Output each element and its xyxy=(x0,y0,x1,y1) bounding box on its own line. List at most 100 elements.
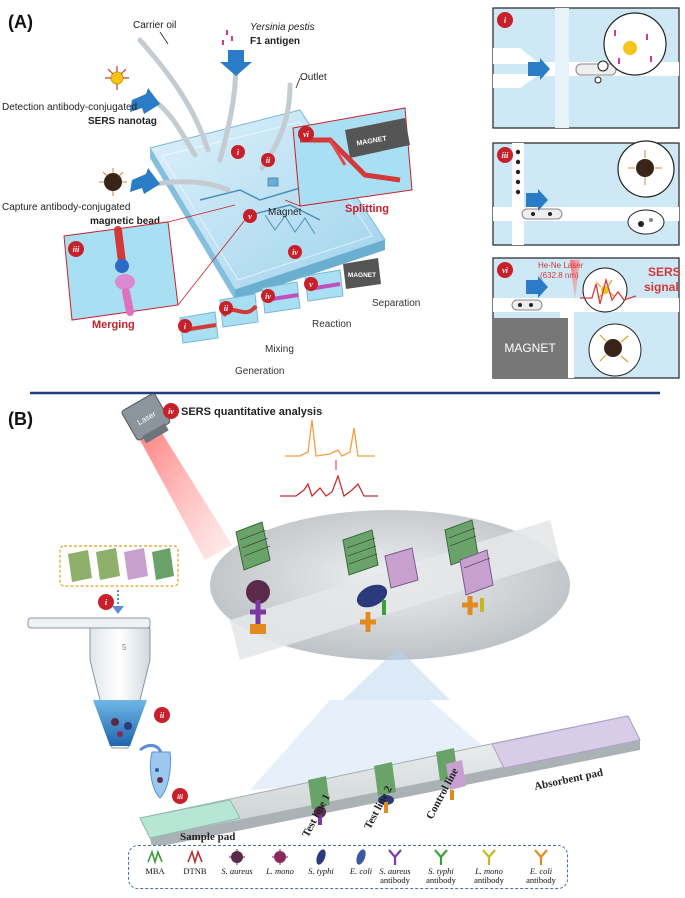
process-strips: MAGNET i ii iv v Separation Reaction Mix… xyxy=(178,258,420,377)
separation-label: Separation xyxy=(372,298,420,309)
detection-label-1: Detection antibody-conjugated xyxy=(2,102,137,113)
absorbent-pad-label: Absorbent pad xyxy=(533,767,604,793)
svg-text:iv: iv xyxy=(265,292,271,301)
e-coli-icon xyxy=(356,849,366,865)
inlet-arrows xyxy=(130,50,252,194)
panel-a-label: (A) xyxy=(8,12,33,32)
laser-label-1: He-Ne Laser xyxy=(538,261,584,270)
svg-text:iv: iv xyxy=(292,248,298,257)
sers-signal-label-2: signal xyxy=(644,280,679,294)
test-line-1 xyxy=(308,776,330,825)
svg-text:iii: iii xyxy=(502,151,509,160)
legend-label: S. aureus xyxy=(221,866,253,876)
complex-s-typhi xyxy=(342,529,419,632)
svg-text:i: i xyxy=(504,16,507,25)
step-iv-marker xyxy=(163,403,179,419)
legend-item: S. aureus xyxy=(217,848,257,876)
panel-b-label: (B) xyxy=(8,409,33,429)
svg-text:iii: iii xyxy=(73,245,80,254)
inset-vi: MAGNET He-Ne Laser (632.8 nm) SERS signa… xyxy=(492,257,681,379)
svg-text:v: v xyxy=(309,280,313,289)
sample-tube: 5 ii iii xyxy=(27,617,188,804)
legend-label: E. coli xyxy=(349,866,373,876)
sers-signal-label-1: SERS xyxy=(648,265,681,279)
mixing-label: Mixing xyxy=(265,344,294,355)
svg-text:ii: ii xyxy=(160,711,165,720)
svg-text:MAGNET: MAGNET xyxy=(348,272,376,279)
svg-text:i: i xyxy=(184,322,187,331)
legend-item: L. mono xyxy=(260,848,300,876)
svg-text:i: i xyxy=(237,148,240,157)
legend-label: S. aureus xyxy=(379,866,411,876)
capture-label-1: Capture antibody-conjugated xyxy=(2,202,130,213)
s-aureus-icon xyxy=(229,849,245,865)
inset-iii: iii xyxy=(492,140,680,246)
complex-s-aureus xyxy=(235,521,271,634)
legend-label: DTNB xyxy=(183,866,207,876)
test-line-2 xyxy=(374,762,396,813)
svg-text:v: v xyxy=(248,212,252,221)
sers-analysis-title: SERS quantitative analysis xyxy=(181,406,322,418)
merging-label: Merging xyxy=(92,319,135,331)
capture-label-2: magnetic bead xyxy=(90,216,160,227)
control-line xyxy=(436,748,466,800)
legend-item: MBA xyxy=(135,848,175,876)
antigen-label-2: F1 antigen xyxy=(250,36,300,47)
e-coli-antibody-icon xyxy=(534,849,548,865)
svg-text:iii: iii xyxy=(177,793,183,801)
legend-label: antibody xyxy=(474,875,504,885)
svg-text:vi: vi xyxy=(502,266,509,275)
legend-label: E. coli xyxy=(529,866,553,876)
svg-text:ii: ii xyxy=(224,304,229,313)
legend-item: E. coli xyxy=(341,848,381,876)
magnetic-bead-icon xyxy=(99,168,127,196)
chip-step-markers: i ii v iv xyxy=(231,145,302,259)
legend-label: L. mono xyxy=(475,866,503,876)
svg-text:iv: iv xyxy=(168,407,174,416)
sers-spectra xyxy=(280,419,378,498)
l-mono-icon xyxy=(272,849,288,865)
legend-label: S. typhi xyxy=(428,866,454,876)
magnet-label: Magnet xyxy=(268,207,302,218)
carrier-oil-label: Carrier oil xyxy=(133,20,176,31)
splitting-label: Splitting xyxy=(345,203,389,215)
legend-item: DTNB xyxy=(175,848,215,876)
legend-item: S. typhi xyxy=(301,848,341,876)
inset-i: i xyxy=(492,7,680,129)
merging-inset: iii Merging xyxy=(63,204,246,331)
splitting-inset: MAGNET vi Splitting xyxy=(284,107,413,215)
complex-control xyxy=(444,519,494,615)
sample-pad-label: Sample pad xyxy=(180,831,235,843)
s-aureus-antibody-icon xyxy=(388,849,402,865)
laser-source: Laser xyxy=(121,393,232,560)
legend-label: MBA xyxy=(145,866,165,876)
svg-text:5: 5 xyxy=(122,643,127,652)
svg-text:ii: ii xyxy=(266,156,271,165)
antigen-label-1: Yersinia pestis xyxy=(250,22,314,33)
s-typhi-antibody-icon xyxy=(434,849,448,865)
nanotag-set: i xyxy=(59,545,179,614)
svg-text:vi: vi xyxy=(303,130,310,139)
sers-nanotag-icon xyxy=(105,66,129,90)
reaction-label: Reaction xyxy=(312,319,351,330)
legend-label: S. typhi xyxy=(308,866,334,876)
dtnb-zigzag-icon xyxy=(187,849,203,865)
svg-text:i: i xyxy=(105,598,108,607)
legend-label: antibody xyxy=(526,875,556,885)
f1-antigen-icon xyxy=(222,30,233,45)
s-typhi-icon xyxy=(316,849,326,865)
svg-text:MAGNET: MAGNET xyxy=(504,341,556,355)
mba-zigzag-icon xyxy=(147,849,163,865)
legend-label: antibody xyxy=(426,875,456,885)
legend-label: antibody xyxy=(380,875,410,885)
laser-label-2: (632.8 nm) xyxy=(540,271,579,280)
legend-label: L. mono xyxy=(266,866,294,876)
outlet-label: Outlet xyxy=(300,72,327,83)
